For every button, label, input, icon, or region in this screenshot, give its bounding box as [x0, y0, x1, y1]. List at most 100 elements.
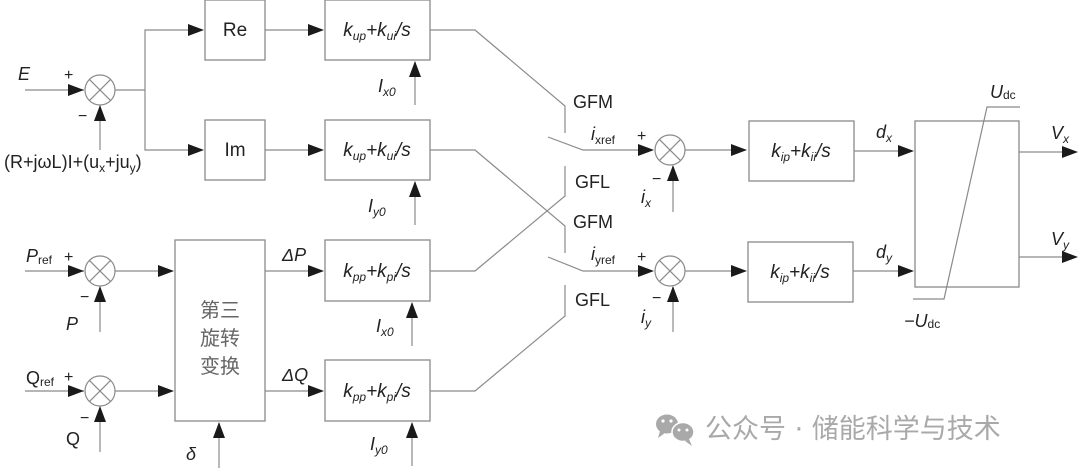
arrow-icon [409, 181, 421, 197]
arrow-icon [667, 286, 679, 302]
line-to-re [115, 29, 188, 91]
im-block: Im [204, 119, 266, 181]
saturation-limiter-block: Udc −Udc Vx Vy [904, 82, 1078, 331]
svg-text:kpp+kpi/s: kpp+kpi/s [343, 261, 411, 284]
iyref-label: iyref [591, 244, 616, 267]
pi-current-block-x [748, 120, 855, 182]
gfm-label-x: GFM [573, 92, 613, 112]
pi-voltage-block-y: kup+kui/s [324, 119, 431, 181]
svg-text:kup+kui/s: kup+kui/s [343, 140, 411, 163]
minus-sign: − [652, 290, 661, 307]
arrow-icon [68, 385, 84, 397]
arrow-icon [308, 385, 324, 397]
arrow-icon [1062, 251, 1078, 263]
watermark-text: 公众号 · 储能科学与技术 [705, 414, 1001, 445]
arrow-icon [188, 24, 204, 36]
summing-junction-E [84, 74, 116, 106]
plus-sign: + [64, 249, 73, 266]
power-error-section: Pref + − P Qref + − Q [25, 246, 174, 452]
plus-sign: + [64, 369, 73, 386]
watermark: 公众号 · 储能科学与技术 [656, 414, 1001, 446]
arrow-icon [213, 422, 225, 438]
Q-ref-label: Qref [26, 368, 55, 389]
svg-text:Im: Im [224, 140, 245, 161]
svg-text:旋转: 旋转 [200, 326, 240, 350]
voltage-error-section: E + − (R+jωL)I+(ux+juy) [4, 24, 204, 175]
arrow-icon [638, 144, 654, 156]
minus-sign: − [78, 108, 87, 125]
gfm-x-wire [430, 29, 566, 133]
minus-sign: − [80, 289, 89, 306]
minus-sign: − [80, 410, 89, 427]
line-to-im [144, 90, 188, 151]
gfl-label-y: GFL [575, 290, 610, 310]
saturation-curve [913, 106, 1020, 300]
dP-label: ΔP [281, 245, 306, 265]
gfm-y-wire [430, 149, 566, 253]
pi-power-block-Q: kpp+kpi/s [324, 359, 431, 422]
arrow-icon [731, 144, 747, 156]
arrow-icon [898, 265, 914, 277]
summing-junction-iy [654, 255, 686, 287]
arrow-icon [731, 265, 747, 277]
Iy0-label-top: Iy0 [368, 196, 386, 219]
Ix0-label-top: Ix0 [378, 76, 396, 99]
Iy0-label-bottom: Iy0 [370, 434, 388, 457]
svg-text:变换: 变换 [200, 354, 240, 378]
re-block: Re [204, 0, 266, 61]
pi-voltage-block-x: kup+kui/s [324, 0, 431, 61]
svg-text:kup+kui/s: kup+kui/s [343, 20, 411, 43]
minus-Udc-label: −Udc [904, 311, 940, 331]
pi-current-y-text: kip+kii/s [770, 262, 830, 285]
iy-label: iy [641, 307, 652, 330]
arrow-icon [94, 406, 106, 422]
arrow-icon [409, 61, 421, 77]
pi-current-block-y [747, 241, 854, 303]
gfl-x-wire [430, 166, 566, 272]
minus-sign: − [652, 171, 661, 188]
arrow-icon [158, 265, 174, 277]
ixref-label: ixref [591, 124, 616, 147]
arrow-icon [406, 422, 418, 438]
delta-label: δ [186, 444, 197, 464]
arrow-icon [667, 165, 679, 181]
feedback-expression: (R+jωL)I+(ux+juy) [4, 152, 142, 175]
gfm-label-y: GFM [573, 212, 613, 232]
switch-blade-y[interactable] [547, 256, 640, 272]
arrow-icon [68, 265, 84, 277]
arrow-icon [308, 24, 324, 36]
current-loop-x: + − ix kip+kii/s dx [637, 120, 914, 212]
arrow-icon [94, 105, 106, 121]
dQ-label: ΔQ [281, 365, 308, 385]
arrow-icon [406, 302, 418, 318]
arrow-icon [158, 385, 174, 397]
ix-label: ix [641, 187, 652, 210]
mode-switch-routing: GFM GFL GFM GFL ixref iyref [430, 29, 640, 392]
input-E-label: E [18, 64, 31, 84]
arrow-icon [898, 145, 914, 157]
arrow-icon [68, 84, 84, 96]
gfl-label-x: GFL [575, 172, 610, 192]
dy-label: dy [876, 242, 893, 265]
arrow-icon [1062, 146, 1078, 158]
Vx-label: Vx [1051, 123, 1070, 146]
plus-sign: + [637, 249, 646, 266]
arrow-icon [188, 144, 204, 156]
svg-text:kpp+kpi/s: kpp+kpi/s [343, 381, 411, 404]
dx-label: dx [876, 122, 893, 145]
arrow-icon [638, 265, 654, 277]
switch-blade-x[interactable] [547, 136, 640, 151]
summing-junction-Q [84, 375, 116, 407]
Udc-label: Udc [990, 82, 1016, 102]
P-ref-label: Pref [26, 246, 53, 267]
Ix0-label-bottom: Ix0 [376, 316, 394, 339]
summing-junction-ix [654, 134, 686, 166]
third-rotation-transform-block: 第三 旋转 变换 [174, 239, 266, 422]
Vy-label: Vy [1051, 229, 1070, 252]
Q-label: Q [66, 429, 80, 449]
arrow-icon [94, 286, 106, 302]
arrow-icon [308, 265, 324, 277]
summing-junction-P [84, 255, 116, 287]
plus-sign: + [637, 128, 646, 145]
